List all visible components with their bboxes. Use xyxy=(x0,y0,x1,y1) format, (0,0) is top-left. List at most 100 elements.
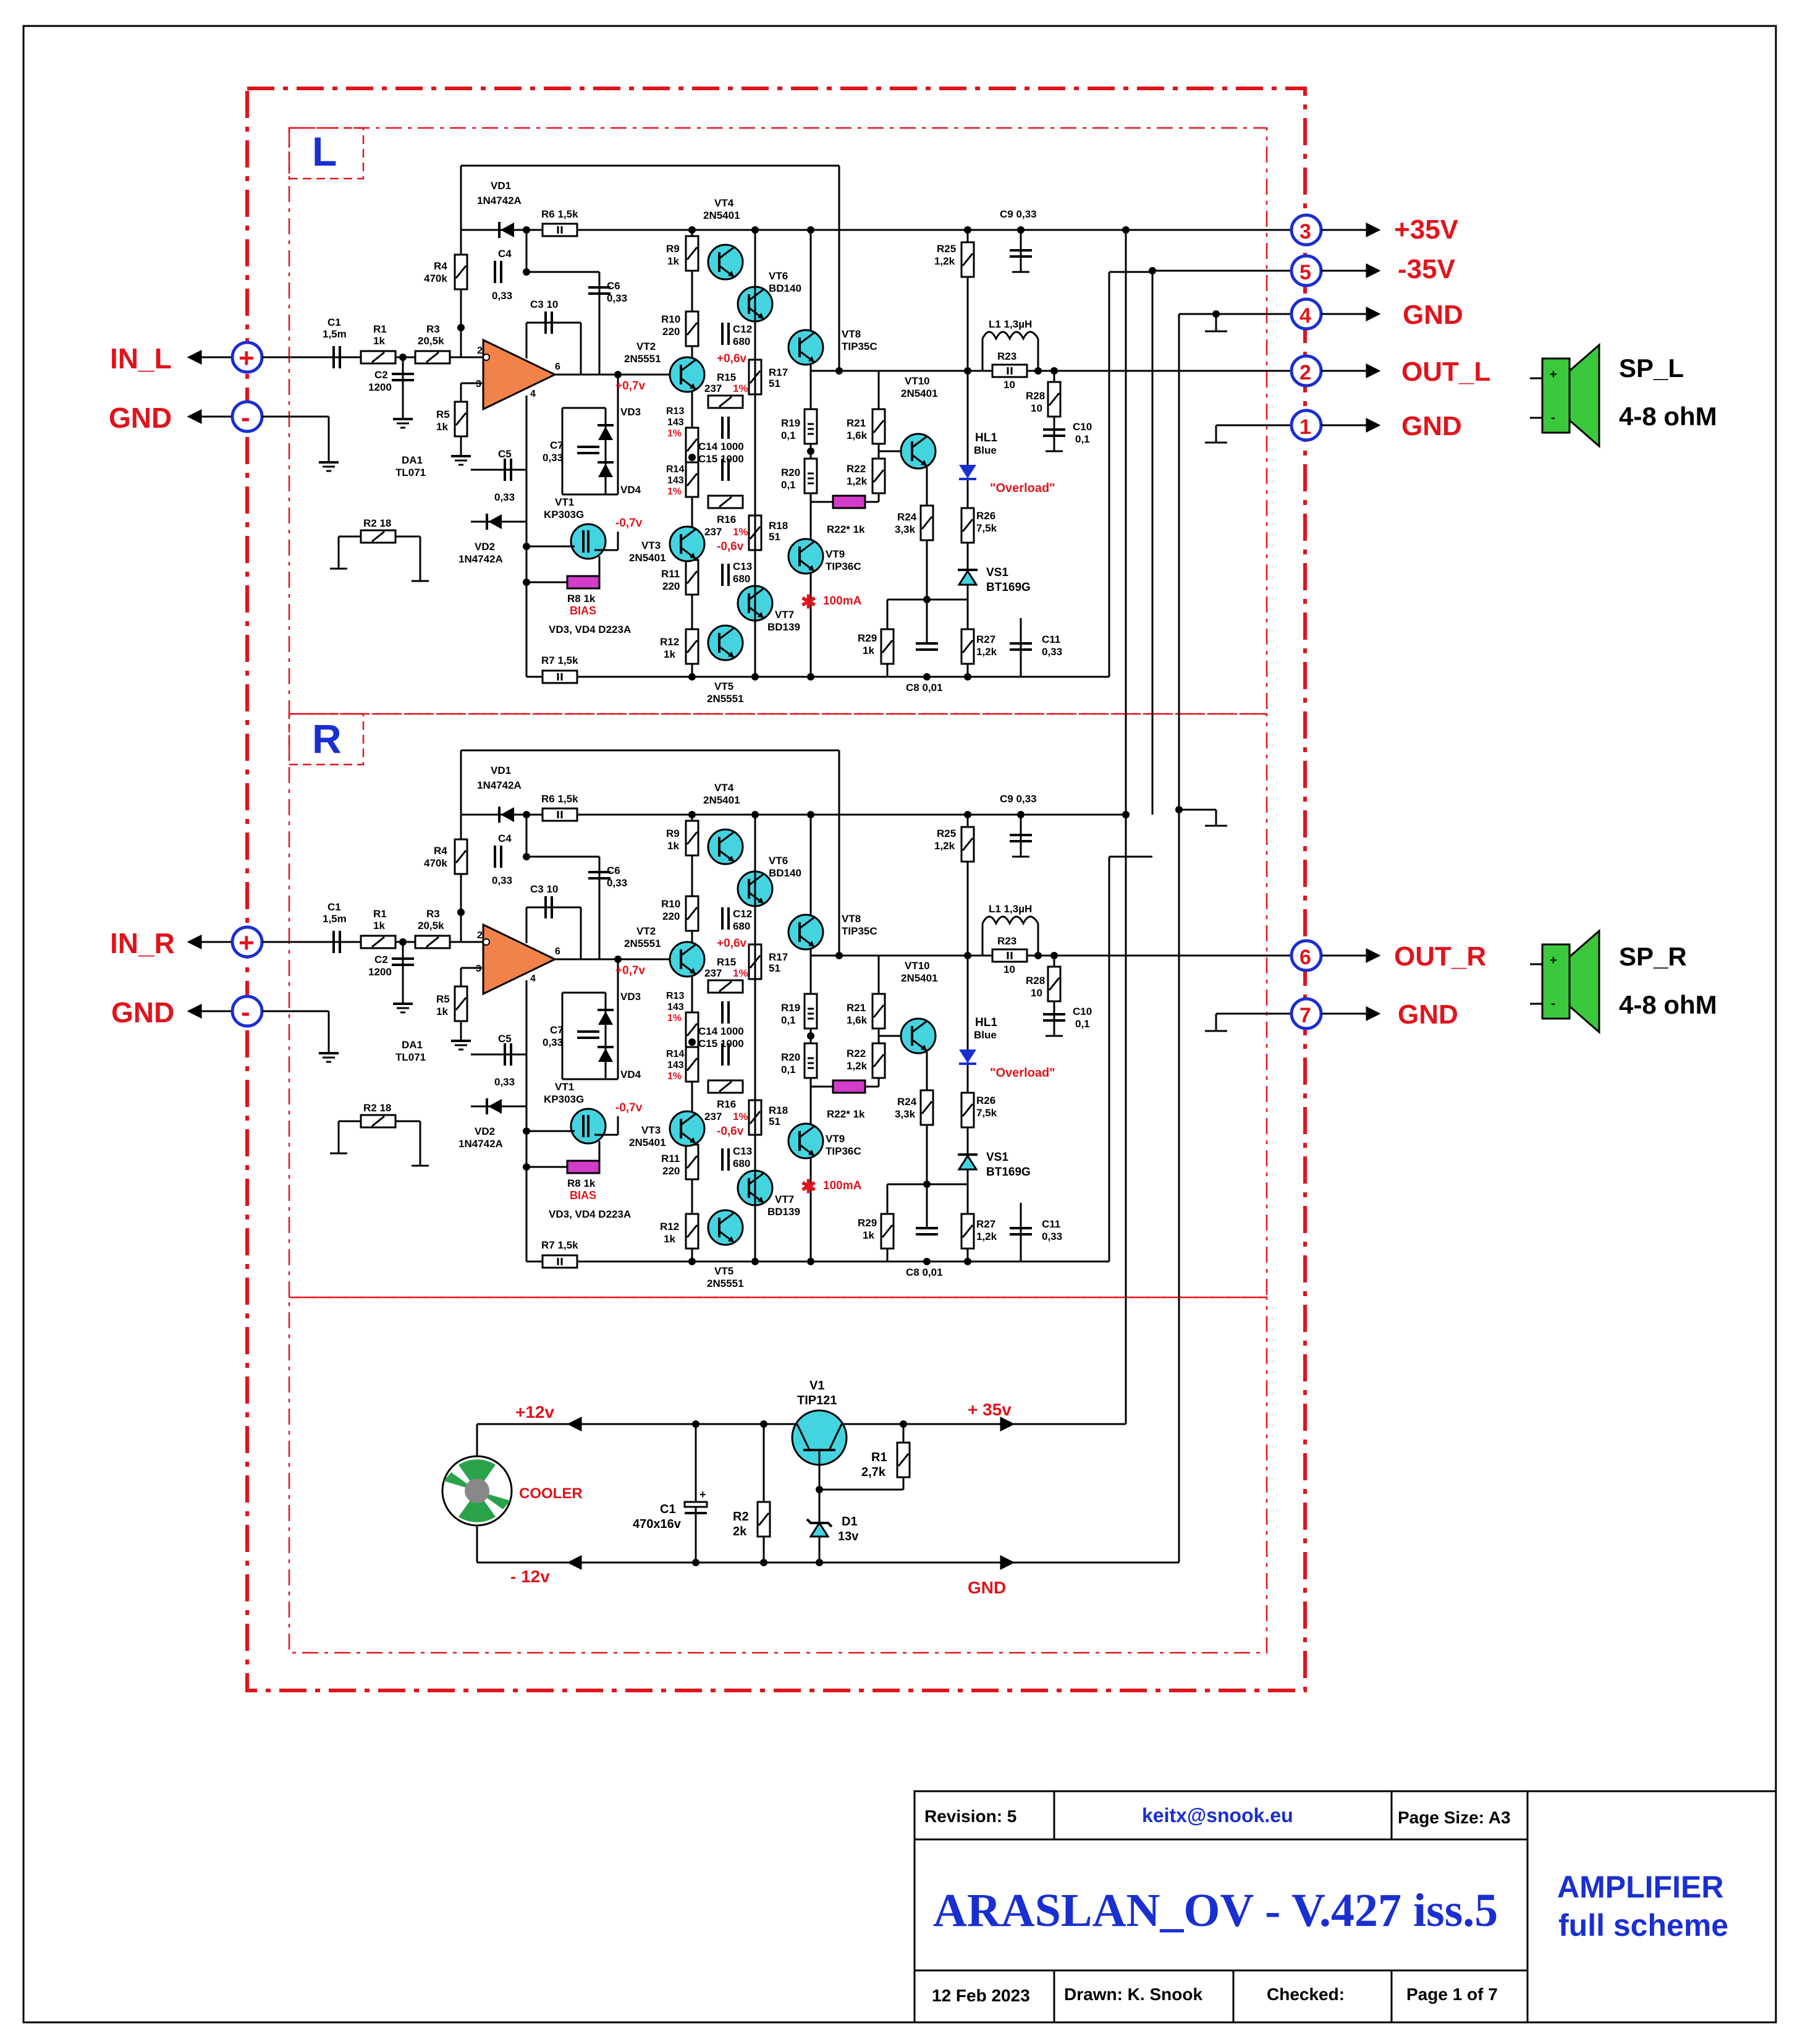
svg-text:R6 1,5k: R6 1,5k xyxy=(541,208,578,220)
svg-text:+: + xyxy=(1550,368,1557,381)
svg-text:C7: C7 xyxy=(550,1024,564,1036)
svg-text:10: 10 xyxy=(1031,987,1042,999)
svg-text:C8 0,01: C8 0,01 xyxy=(906,682,943,693)
svg-text:143: 143 xyxy=(667,1060,684,1071)
svg-text:0,33: 0,33 xyxy=(1042,1231,1062,1242)
svg-text:+0,7v: +0,7v xyxy=(615,964,646,977)
svg-text:R25: R25 xyxy=(937,828,956,839)
svg-text:C15 1000: C15 1000 xyxy=(698,453,744,465)
svg-text:0,33: 0,33 xyxy=(492,875,512,886)
svg-text:10: 10 xyxy=(1031,402,1042,414)
svg-text:51: 51 xyxy=(769,378,780,389)
svg-text:R23: R23 xyxy=(997,935,1016,947)
svg-text:BT169G: BT169G xyxy=(986,1166,1031,1179)
svg-text:1%: 1% xyxy=(733,1111,748,1122)
svg-text:4: 4 xyxy=(530,389,536,399)
svg-text:1N4742A: 1N4742A xyxy=(458,1138,503,1150)
svg-text:1N4742A: 1N4742A xyxy=(458,553,503,565)
svg-text:237: 237 xyxy=(704,1111,722,1122)
svg-text:BIAS: BIAS xyxy=(570,604,596,617)
svg-text:VT6: VT6 xyxy=(769,855,788,867)
svg-text:V1: V1 xyxy=(809,1379,824,1393)
description-line1: AMPLIFIER xyxy=(1557,1870,1723,1904)
speaker-right: + - SP_R 4-8 ohM xyxy=(1530,928,1717,1035)
svg-text:VT8: VT8 xyxy=(842,328,861,340)
svg-text:143: 143 xyxy=(667,417,684,428)
svg-text:VS1: VS1 xyxy=(986,566,1008,579)
svg-text:R9: R9 xyxy=(666,828,680,839)
svg-text:0,1: 0,1 xyxy=(781,1064,796,1075)
svg-text:7: 7 xyxy=(1299,1004,1311,1027)
r22-trim[interactable] xyxy=(832,494,866,509)
svg-text:R18: R18 xyxy=(769,1105,788,1116)
svg-text:R24: R24 xyxy=(897,1096,917,1108)
svg-text:2N5551: 2N5551 xyxy=(624,353,661,365)
page-number: Page 1 of 7 xyxy=(1406,1985,1498,2004)
drawn: Drawn: K. Snook xyxy=(1064,1985,1202,2004)
revision: Revision: 5 xyxy=(924,1807,1016,1826)
r22-trim-r[interactable] xyxy=(832,1079,866,1094)
svg-text:6: 6 xyxy=(555,946,560,957)
svg-text:DA1: DA1 xyxy=(402,1039,423,1051)
svg-text:C15 1000: C15 1000 xyxy=(698,1038,744,1050)
svg-text:VD4: VD4 xyxy=(620,484,641,496)
svg-text:2N5551: 2N5551 xyxy=(707,693,744,705)
r8-bias-pot[interactable] xyxy=(566,575,601,590)
svg-text:R5: R5 xyxy=(436,409,450,420)
svg-text:TL071: TL071 xyxy=(395,1051,426,1063)
svg-text:VT4: VT4 xyxy=(714,782,734,794)
svg-text:680: 680 xyxy=(733,573,750,585)
svg-text:R11: R11 xyxy=(661,568,680,580)
left-label-box xyxy=(288,127,365,180)
title-block: Revision: 5 keitx@snook.eu Page Size: A3… xyxy=(913,1790,1777,2024)
svg-text:C10: C10 xyxy=(1073,421,1092,433)
svg-text:220: 220 xyxy=(662,326,680,337)
svg-text:- 12v: - 12v xyxy=(510,1567,550,1586)
svg-text:R10: R10 xyxy=(661,313,680,325)
svg-text:+ 35v: + 35v xyxy=(968,1400,1012,1419)
svg-text:C6: C6 xyxy=(607,865,620,876)
svg-text:R2 18: R2 18 xyxy=(363,517,391,529)
l1-inductor xyxy=(981,331,1039,341)
svg-text:+12v: +12v xyxy=(515,1402,554,1422)
svg-text:R28: R28 xyxy=(1026,390,1045,402)
svg-text:TIP121: TIP121 xyxy=(797,1394,837,1407)
svg-text:1,2k: 1,2k xyxy=(976,646,997,658)
svg-text:1k: 1k xyxy=(863,1229,874,1241)
svg-text:R23: R23 xyxy=(997,350,1016,362)
svg-text:1200: 1200 xyxy=(368,381,392,393)
amplifier-board-outline xyxy=(245,87,1307,1692)
svg-text:VD3: VD3 xyxy=(620,991,641,1003)
svg-text:0,33: 0,33 xyxy=(1042,646,1062,658)
svg-text:VD3: VD3 xyxy=(620,406,641,418)
svg-text:C5: C5 xyxy=(498,448,512,460)
svg-text:R12: R12 xyxy=(660,1221,679,1232)
svg-text:R17: R17 xyxy=(769,367,788,378)
sp-r-label: SP_R xyxy=(1619,942,1687,971)
svg-text:Blue: Blue xyxy=(974,1029,997,1041)
svg-text:0,1: 0,1 xyxy=(1075,433,1090,445)
svg-text:2: 2 xyxy=(1299,361,1311,384)
svg-text:3,3k: 3,3k xyxy=(895,524,916,535)
sp-l-label: SP_L xyxy=(1619,354,1684,383)
svg-text:VD3, VD4 D223A: VD3, VD4 D223A xyxy=(549,624,631,635)
svg-text:1N4742A: 1N4742A xyxy=(477,779,522,791)
speaker-left: + - SP_L 4-8 ohM xyxy=(1530,342,1717,449)
svg-text:L1 1,3µH: L1 1,3µH xyxy=(989,903,1032,915)
sp-l-spec: 4-8 ohM xyxy=(1619,402,1717,431)
svg-text:KP303G: KP303G xyxy=(544,509,584,520)
svg-text:VT4: VT4 xyxy=(714,197,734,209)
svg-text:BIAS: BIAS xyxy=(570,1189,596,1202)
svg-text:0,33: 0,33 xyxy=(543,452,563,464)
svg-text:R4: R4 xyxy=(434,845,447,857)
out-r-label: OUT_R xyxy=(1394,941,1486,972)
right-label-box xyxy=(288,713,365,766)
in-l-gnd-label: GND xyxy=(109,402,172,434)
svg-text:R4: R4 xyxy=(434,260,447,272)
checked: Checked: xyxy=(1267,1985,1345,2004)
svg-text:680: 680 xyxy=(733,920,750,932)
r8-bias-pot-r[interactable] xyxy=(566,1160,601,1174)
svg-text:C1: C1 xyxy=(327,316,341,328)
supply-bus: 3 5 4 2 1 6 7 +35V -35V GND OUT_L GND OU… xyxy=(1054,213,1490,1563)
